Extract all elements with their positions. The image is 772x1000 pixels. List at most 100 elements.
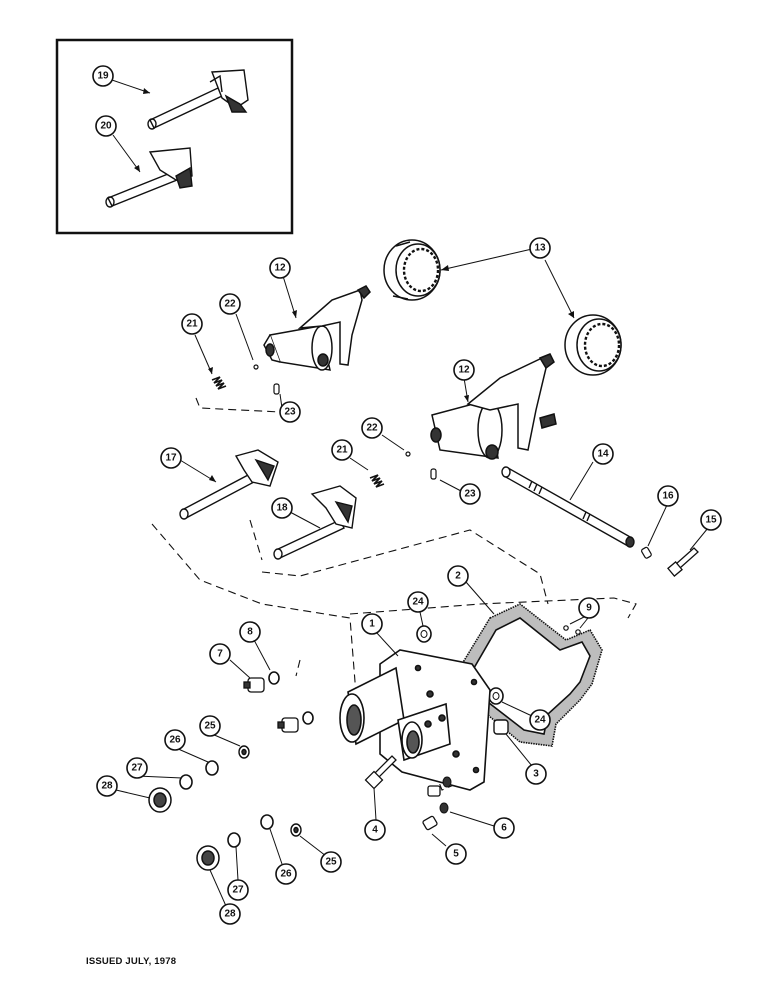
- fitting-upper: [427, 785, 441, 797]
- synchronizer-13-upper: [383, 239, 441, 301]
- callout-23-upper: 23: [279, 401, 301, 423]
- ball-9a: [563, 625, 569, 631]
- svg-text:20: 20: [100, 121, 112, 132]
- callout-15: 15: [700, 509, 722, 531]
- washer-26-lower: [260, 814, 274, 830]
- svg-text:22: 22: [224, 299, 236, 310]
- callout-26-upper: 26: [164, 729, 186, 751]
- callout-28-lower: 28: [219, 903, 241, 925]
- svg-text:26: 26: [280, 869, 292, 880]
- callout-27-upper: 27: [126, 757, 148, 779]
- callout-1: 1: [361, 613, 383, 635]
- svg-text:19: 19: [97, 71, 109, 82]
- callout-23-lower: 23: [459, 483, 481, 505]
- callout-16: 16: [657, 485, 679, 507]
- callout-5: 5: [445, 843, 467, 865]
- svg-text:16: 16: [662, 491, 674, 502]
- detent-ball-22-lower: [405, 451, 411, 457]
- plug-16: [641, 546, 652, 559]
- svg-text:21: 21: [186, 319, 198, 330]
- svg-text:23: 23: [464, 489, 476, 500]
- svg-text:26: 26: [169, 735, 181, 746]
- svg-text:27: 27: [232, 885, 244, 896]
- svg-text:27: 27: [131, 763, 143, 774]
- callout-6: 6: [493, 817, 515, 839]
- svg-text:22: 22: [366, 423, 378, 434]
- inset-panel: [55, 38, 294, 235]
- pin-23-lower: [430, 468, 437, 480]
- callout-12-lower: 12: [453, 359, 475, 381]
- svg-text:14: 14: [597, 449, 609, 460]
- washer-24-lower: [488, 687, 504, 705]
- callout-26-lower: 26: [275, 863, 297, 885]
- screw-15: [667, 547, 699, 577]
- svg-text:24: 24: [412, 597, 424, 608]
- shift-shaft-19: [147, 69, 249, 130]
- svg-text:21: 21: [336, 445, 348, 456]
- plug-3: [493, 719, 509, 735]
- callout-21-lower: 21: [331, 439, 353, 461]
- washer-lower: [302, 711, 314, 725]
- callout-27-lower: 27: [227, 879, 249, 901]
- callout-21-upper: 21: [181, 313, 203, 335]
- callout-18: 18: [271, 497, 293, 519]
- svg-text:12: 12: [274, 263, 286, 274]
- issued-date-footer: ISSUED JULY, 1978: [86, 956, 177, 967]
- washer-26-upper: [205, 760, 219, 776]
- callout-24-lower: 24: [529, 709, 551, 731]
- svg-text:25: 25: [325, 857, 337, 868]
- shift-fork-12-upper: [263, 285, 371, 371]
- callout-2: 2: [447, 565, 469, 587]
- ring-27-upper: [179, 774, 193, 790]
- callouts: 19 20 13 12 12 22 21 23 22 21 14 17 23 1…: [92, 65, 722, 925]
- washer-6: [439, 802, 449, 814]
- svg-text:24: 24: [534, 715, 546, 726]
- svg-text:2: 2: [455, 571, 461, 582]
- callout-22-upper: 22: [219, 293, 241, 315]
- svg-text:7: 7: [217, 649, 223, 660]
- callout-12-upper: 12: [269, 257, 291, 279]
- svg-text:5: 5: [453, 849, 459, 860]
- detent-spring-21-upper: [211, 376, 227, 390]
- ball-9b: [575, 629, 581, 635]
- callout-13: 13: [529, 237, 551, 259]
- callout-9: 9: [578, 597, 600, 619]
- svg-text:3: 3: [533, 769, 539, 780]
- shift-rail-14: [501, 466, 635, 548]
- callout-28-upper: 28: [96, 775, 118, 797]
- svg-text:18: 18: [276, 503, 288, 514]
- callout-4: 4: [364, 819, 386, 841]
- svg-text:25: 25: [204, 721, 216, 732]
- callout-7: 7: [209, 643, 231, 665]
- switch-lower: [277, 717, 299, 733]
- seal-28-lower: [196, 845, 220, 871]
- svg-text:17: 17: [165, 453, 177, 464]
- svg-text:13: 13: [534, 243, 546, 254]
- shift-fork-12-lower: [430, 353, 557, 460]
- callout-25-lower: 25: [320, 851, 342, 873]
- svg-text:28: 28: [101, 781, 113, 792]
- fitting-5: [422, 815, 438, 831]
- shift-shaft-17: [179, 449, 279, 520]
- shift-shaft-18: [273, 485, 357, 560]
- svg-text:8: 8: [247, 627, 253, 638]
- switch-7: [243, 677, 265, 693]
- callout-14: 14: [592, 443, 614, 465]
- synchronizer-13-lower: [564, 314, 622, 376]
- cover-housing-1: [339, 649, 491, 791]
- svg-text:1: 1: [369, 619, 375, 630]
- svg-text:15: 15: [705, 515, 717, 526]
- callout-19: 19: [92, 65, 114, 87]
- callout-22-lower: 22: [361, 417, 383, 439]
- callout-17: 17: [160, 447, 182, 469]
- detent-ball-22-upper: [253, 364, 259, 370]
- svg-text:4: 4: [372, 825, 378, 836]
- svg-text:9: 9: [586, 603, 592, 614]
- svg-text:28: 28: [224, 909, 236, 920]
- retainer-25-lower: [290, 823, 302, 837]
- detent-spring-21-lower: [369, 474, 385, 488]
- washer-8: [268, 671, 280, 685]
- washer-24-upper: [416, 625, 432, 643]
- pin-23-upper: [273, 383, 280, 395]
